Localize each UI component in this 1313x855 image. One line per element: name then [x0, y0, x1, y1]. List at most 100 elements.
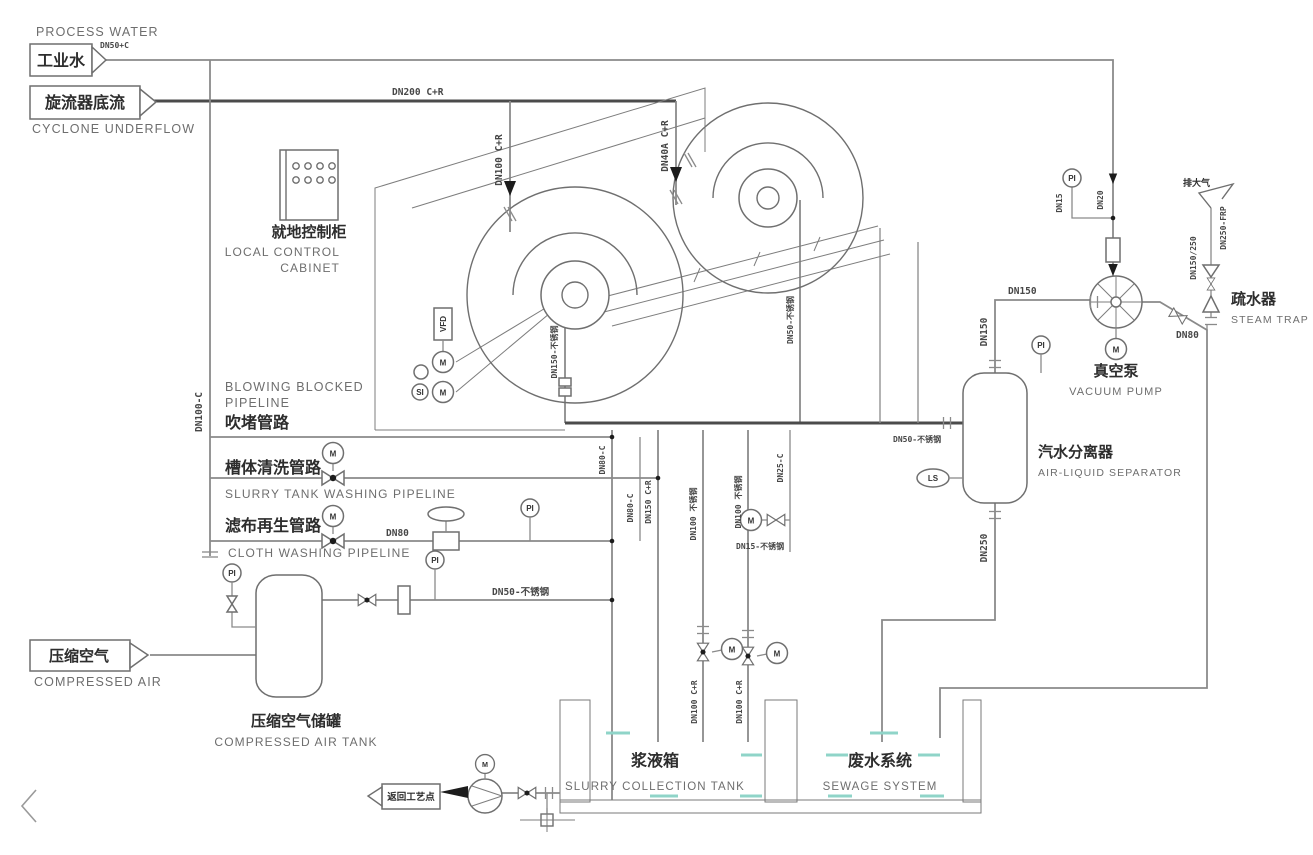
filter-frame [374, 87, 706, 430]
air-outlet-valve [357, 593, 377, 607]
label-dn100-cr-a: DN100 C+R [690, 680, 699, 724]
dn25-motor [739, 508, 763, 532]
pipe-separator-drain [881, 503, 996, 742]
filter2-top-valve [683, 152, 697, 168]
pipe-industrial-water [104, 59, 1114, 272]
label-dn150-h: DN150 [1008, 286, 1037, 297]
label-dn25-c: DN25-C [776, 453, 785, 482]
slurry-drop-valve-2 [741, 646, 755, 666]
ls-label: LS [928, 474, 939, 483]
compressed-air-en: COMPRESSED AIR [34, 675, 162, 689]
separator-en: AIR-LIQUID SEPARATOR [1038, 467, 1182, 479]
blowing-cn: 吹堵管路 [225, 413, 290, 432]
air-tank-pi [222, 563, 242, 583]
tank-washing-cn: 槽体清洗管路 [225, 458, 322, 477]
process-water-pipe-label: DN50+C [100, 41, 129, 50]
label-dn150-ss: DN150-不锈钢 [549, 326, 559, 379]
air-liquid-separator: LS [916, 335, 1051, 520]
disc-filter-2 [672, 102, 864, 294]
cloth-washing-cn: 滤布再生管路 [225, 516, 322, 535]
label-dn50-ss-air: DN50-不锈钢 [492, 586, 550, 598]
sewage-right-wall [962, 699, 982, 803]
flag-return-to-process [366, 783, 441, 810]
flowmeter-box [432, 531, 460, 551]
tank-wash-valve [321, 470, 345, 486]
cloth-wash-motor [321, 504, 345, 528]
vfd-label: VFD [439, 316, 448, 332]
trap-valve [1206, 277, 1216, 291]
label-dn150-v: DN150 [979, 317, 990, 346]
label-dn100-ss-a: DN100 不锈钢 [688, 488, 698, 541]
slurry-tank-left-wall [559, 699, 591, 803]
label-dn50-ss-header: DN50-不锈钢 [893, 434, 941, 444]
steam-trap [1197, 182, 1235, 326]
tank-middle-wall [764, 699, 798, 803]
sewage-cn: 废水系统 [848, 751, 912, 770]
slurry-return-pump [440, 753, 575, 832]
air-tank-en: COMPRESSED AIR TANK [214, 735, 377, 749]
si-label: SI [416, 388, 424, 397]
slurry-tank-en: SLURRY COLLECTION TANK [565, 781, 745, 793]
process-water-cn: 工业水 [37, 51, 86, 70]
return-to-process-cn: 返回工艺点 [387, 791, 435, 803]
page-prev-chevron[interactable] [20, 789, 37, 823]
label-dn250-frp: DN250-FRP [1219, 206, 1228, 250]
labels: PROCESS WATER 工业水 DN50+C 旋流器底流 CYCLONE U… [32, 25, 1309, 803]
control-cabinet-cn: 就地控制柜 [271, 223, 346, 241]
vacuum-pump-en: VACUUM PUMP [1069, 386, 1163, 398]
label-dn80-pump: DN80 [1176, 330, 1199, 341]
label-dn80c-upper: DN80-C [598, 445, 607, 474]
pit-tanks [559, 699, 982, 814]
blowing-en2: PIPELINE [225, 396, 290, 410]
cloth-washing-en: CLOTH WASHING PIPELINE [228, 546, 410, 560]
filter1-drive-cluster: VFD SI [411, 307, 455, 404]
separator-cn: 汽水分离器 [1038, 443, 1114, 461]
flag-cyclone-underflow [29, 85, 158, 120]
water-level-marks [606, 731, 944, 798]
filter1-agitator-motor [431, 380, 455, 404]
cyclone-underflow-en: CYCLONE UNDERFLOW [32, 122, 195, 136]
steam-trap-en: STEAM TRAP [1231, 314, 1309, 326]
return-pump-motor [474, 753, 496, 775]
air-tank-cn: 压缩空气储罐 [251, 712, 341, 730]
flag-compressed-air [29, 639, 150, 672]
label-dn100-cr-drop: DN100 C+R [494, 134, 505, 186]
compressed-air-tank [222, 563, 323, 698]
sewage-en: SEWAGE SYSTEM [823, 781, 938, 793]
chute-line-3 [611, 253, 891, 327]
label-dn150-cr: DN150 C+R [644, 480, 653, 524]
label-dn40a-cr: DN40A C+R [660, 120, 671, 172]
pump-inlet-arrow [1108, 264, 1118, 276]
air-strainer [397, 585, 411, 615]
cyclone-underflow-cn: 旋流器底流 [44, 93, 125, 112]
slurry-tank-cn: 浆液箱 [630, 751, 679, 770]
seal-water-cluster [1062, 168, 1121, 276]
valves [321, 167, 789, 666]
pipe-dn25-branch [762, 430, 791, 552]
seal-arrow [1108, 173, 1118, 184]
control-cabinet-en1: LOCAL CONTROL [225, 245, 340, 259]
pipe-separator-to-pump [994, 299, 1090, 373]
blowing-en1: BLOWING BLOCKED [225, 380, 364, 394]
pipe-pump-discharge [939, 301, 1208, 738]
tank-washing-en: SLURRY TANK WASHING PIPELINE [225, 487, 456, 501]
chute-line-2 [603, 239, 885, 313]
label-dn20: DN20 [1096, 190, 1105, 209]
label-dn15: DN15 [1055, 193, 1064, 212]
filter1-main-motor [431, 350, 455, 374]
label-dn150-250: DN150/250 [1189, 236, 1198, 280]
vacuum-pump-cn: 真空泵 [1093, 362, 1138, 380]
cloth-line-pi [520, 498, 540, 518]
slurry-drop-motor-2 [765, 641, 789, 665]
air-line-pi [425, 550, 445, 570]
label-dn200-cr: DN200 C+R [392, 87, 444, 98]
tank-floor [559, 799, 982, 814]
label-dn250-v: DN250 [979, 533, 990, 562]
pump-discharge-valve [1168, 307, 1188, 325]
flag-process-water [29, 43, 108, 77]
label-dn100-c: DN100-C [194, 392, 205, 432]
tank-wash-motor [321, 441, 345, 465]
vacuum-pump-motor [1104, 337, 1128, 361]
pipe-seal-branch [1071, 187, 1113, 219]
